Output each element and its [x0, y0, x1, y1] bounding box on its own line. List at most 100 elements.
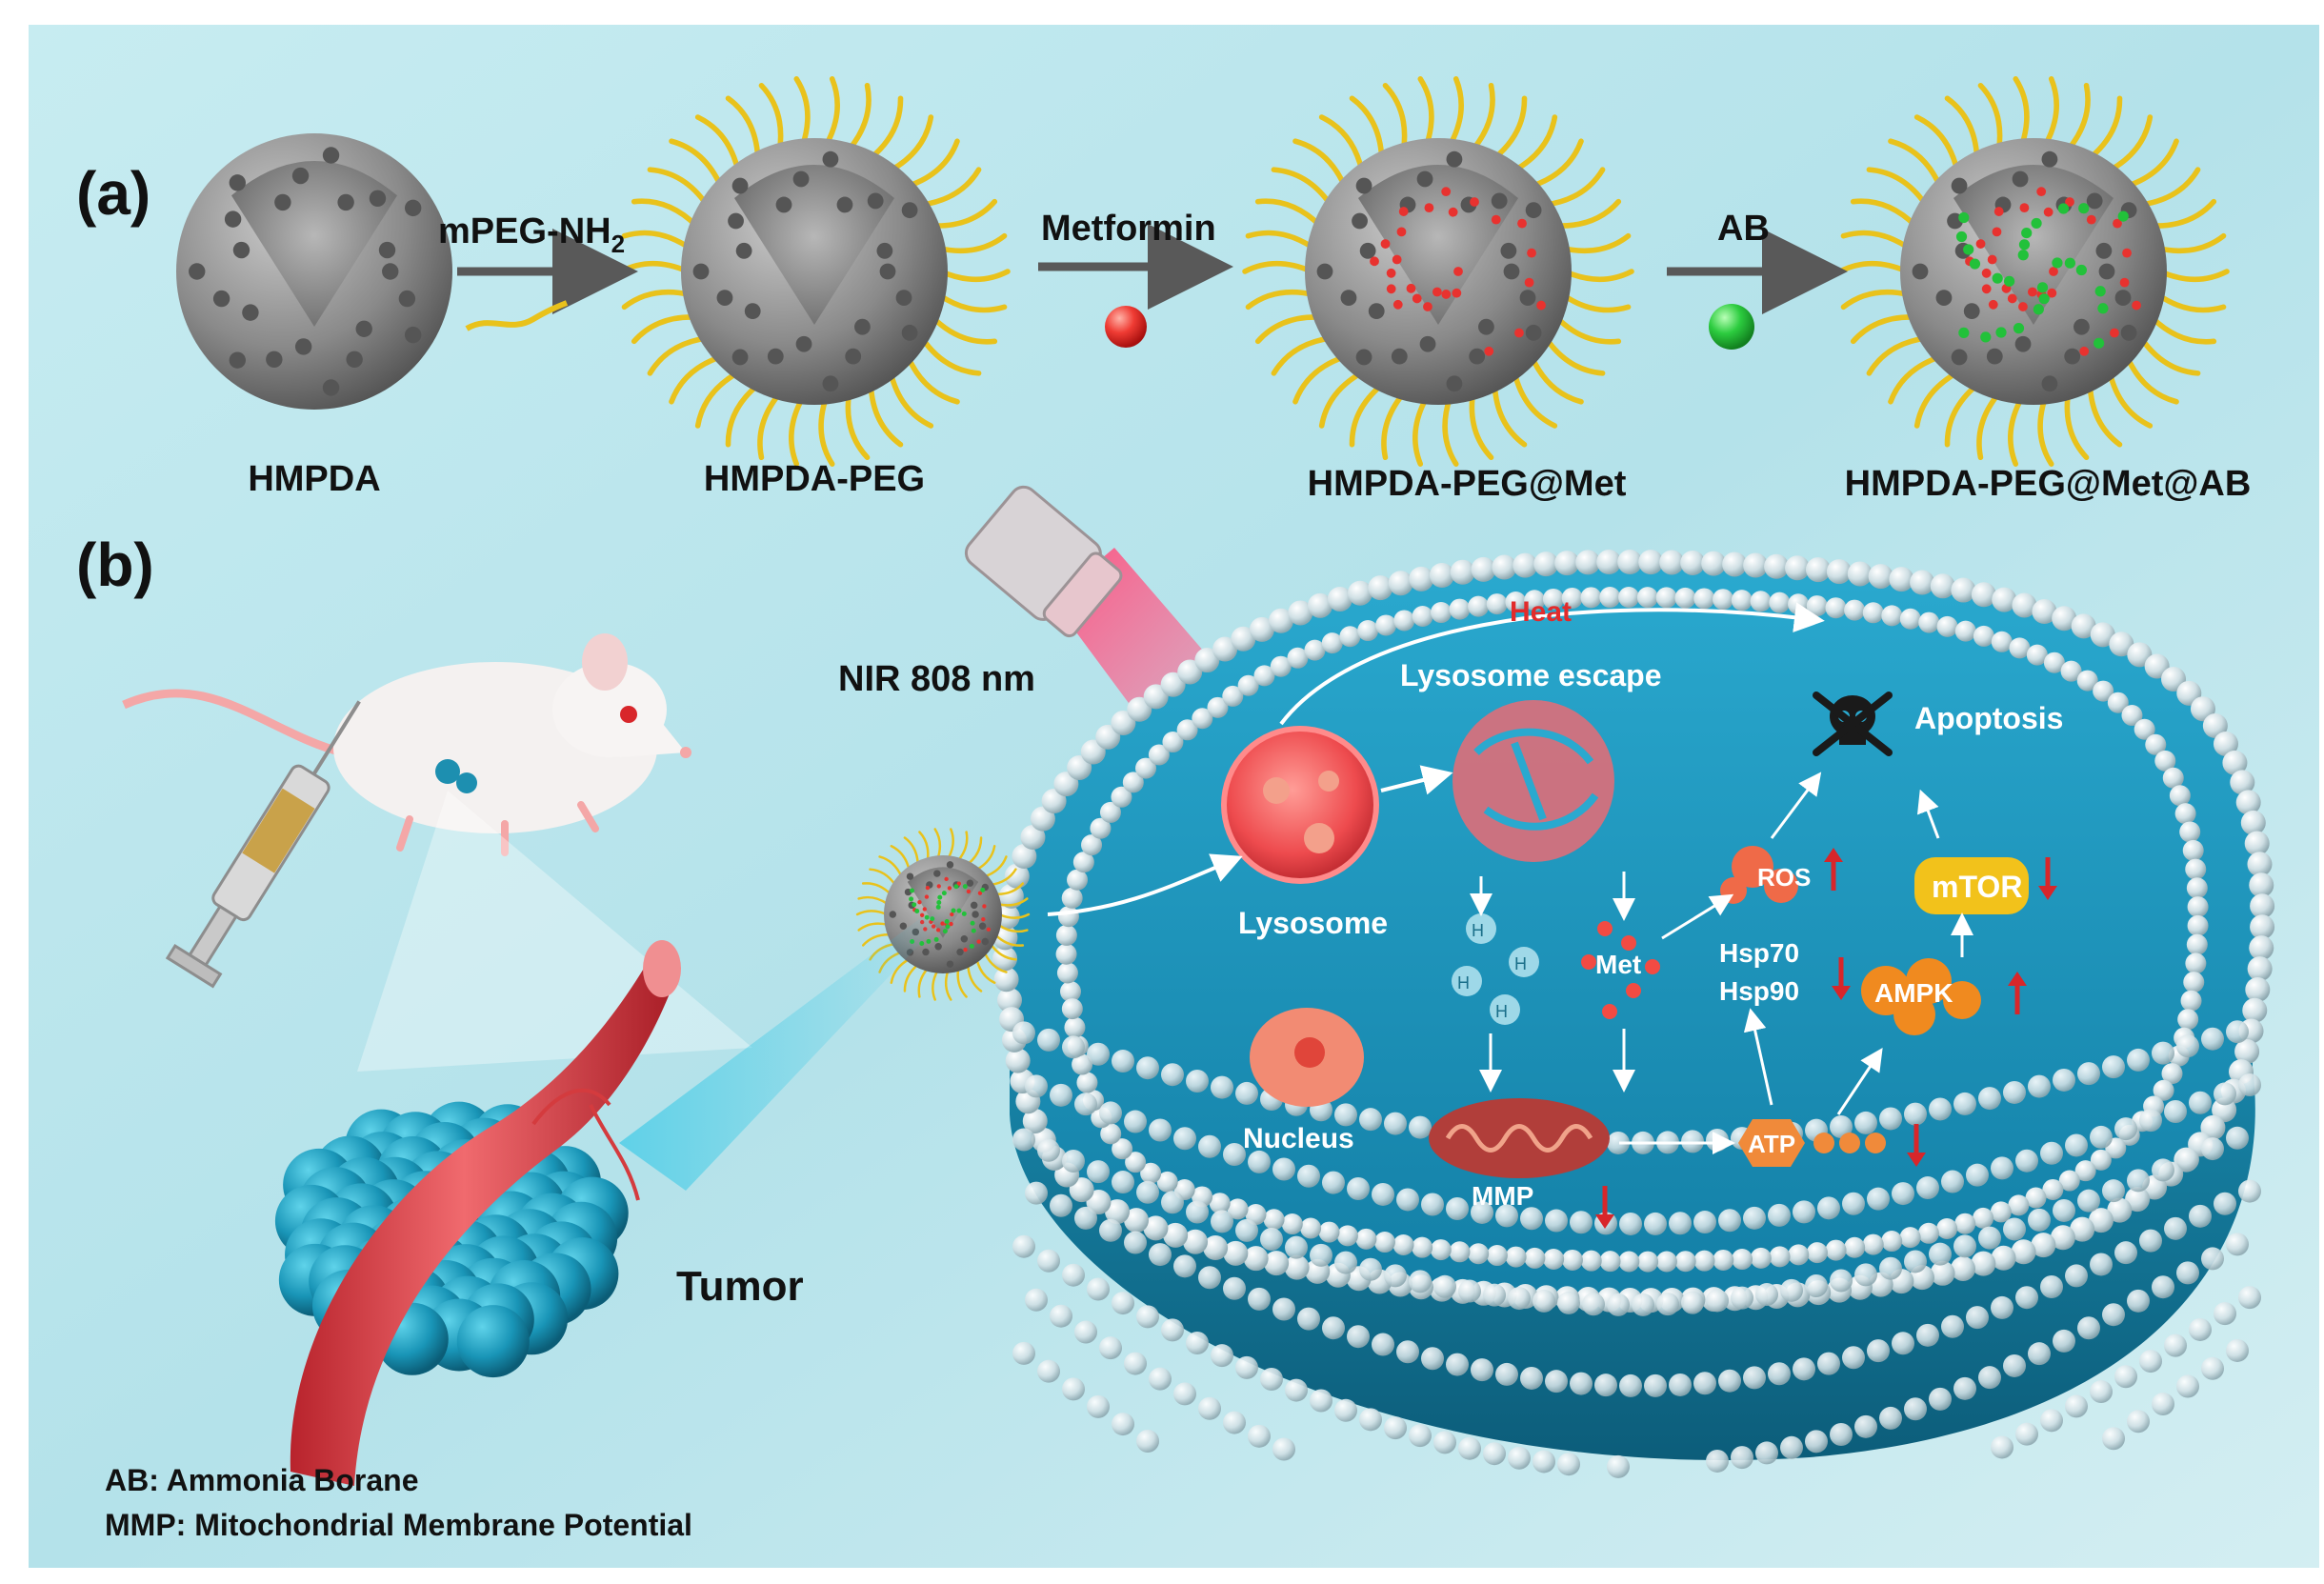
pore: [1503, 263, 1520, 280]
membrane-bead-inner: [1542, 588, 1564, 610]
membrane-bead-side: [1136, 1180, 1159, 1204]
metformin-dot: [2043, 207, 2054, 217]
membrane-bead-side: [1755, 1441, 1778, 1465]
membrane-bead: [2250, 893, 2275, 919]
laser-label: NIR 808 nm: [838, 659, 1035, 699]
membrane-bead-inner: [1806, 1242, 1828, 1264]
membrane-bead: [1951, 577, 1976, 603]
pore: [1951, 349, 1968, 366]
metformin-dot: [2119, 277, 2130, 288]
membrane-bead: [1471, 556, 1496, 582]
pore: [404, 199, 422, 217]
uptake-arrow: [1047, 853, 1243, 916]
membrane-bead-inner: [1599, 1251, 1621, 1273]
membrane-bead: [1971, 582, 1996, 608]
membrane-bead-side: [1619, 1212, 1642, 1235]
membrane-bead-inner: [1339, 626, 1361, 648]
pore: [728, 212, 744, 230]
pore: [1355, 177, 1372, 194]
membrane-bead: [1951, 1255, 1976, 1281]
ammonia-borane-dot: [971, 928, 976, 933]
membrane-bead: [1701, 551, 1727, 576]
membrane-bead: [1971, 1251, 1996, 1276]
panel-a-label: (a): [76, 159, 150, 228]
membrane-bead-side: [1372, 1182, 1394, 1206]
zoom-beam: [619, 910, 952, 1191]
membrane-bead-inner: [2009, 637, 2031, 659]
metformin-dot: [935, 928, 941, 932]
metformin-dot: [1441, 290, 1452, 299]
membrane-bead-inner: [1081, 834, 1103, 856]
membrane-bead-inner: [1061, 998, 1083, 1020]
membrane-bead-inner: [1954, 1213, 1976, 1234]
pore: [1525, 324, 1542, 341]
metformin-dot: [2007, 293, 2017, 304]
membrane-bead-side: [2003, 1080, 2026, 1104]
metformin-dot: [1392, 299, 1403, 310]
ammonia-borane-dot: [1963, 244, 1974, 255]
sphere-cavity: [907, 867, 979, 938]
membrane-bead-inner: [1072, 1053, 1093, 1075]
sphere-cavity: [734, 165, 894, 325]
membrane-bead-side: [1347, 1325, 1370, 1349]
membrane-bead-inner: [1412, 1236, 1433, 1258]
membrane-bead: [1575, 550, 1601, 575]
membrane-bead-inner: [1321, 632, 1343, 654]
membrane-bead-inner: [2154, 750, 2176, 772]
membrane-bead-side: [1755, 1283, 1778, 1307]
arrow-label-mpeg: mPEG-NH2: [438, 211, 625, 258]
pore: [266, 351, 283, 369]
membrane-bead-side: [2065, 1394, 2088, 1418]
membrane-bead: [1680, 550, 1706, 575]
ammonia-borane-dot: [1980, 331, 1992, 343]
membrane-bead-inner: [1881, 1231, 1903, 1253]
membrane-bead: [2031, 1233, 2056, 1258]
membrane-bead-inner: [1055, 943, 1077, 965]
membrane-bead-side: [1743, 1206, 1766, 1230]
pore: [744, 303, 761, 320]
membrane-bead-side: [1025, 1181, 1048, 1205]
membrane-bead-side: [1879, 1256, 1902, 1280]
membrane-bead: [1847, 561, 1873, 587]
membrane-bead-inner: [2185, 952, 2207, 974]
membrane-bead: [1268, 608, 1293, 633]
membrane-bead: [1030, 806, 1055, 832]
membrane-bead: [2109, 632, 2134, 657]
ammonia-borane-dot: [962, 884, 968, 890]
membrane-bead-side: [1520, 1207, 1543, 1231]
membrane-bead-inner: [1881, 605, 1903, 627]
metformin-dot: [1536, 300, 1546, 311]
membrane-bead: [1004, 863, 1030, 889]
membrane-bead-side: [1854, 1263, 1877, 1287]
membrane-bead-side: [1854, 1111, 1877, 1134]
membrane-bead: [1930, 1260, 1955, 1286]
pore: [1525, 202, 1542, 219]
pore: [2064, 348, 2081, 365]
membrane-bead-inner: [1431, 602, 1452, 624]
capillaries: [531, 1088, 640, 1201]
ammonia-borane-dot: [937, 894, 943, 900]
metformin-dot: [986, 927, 992, 932]
membrane-bead-inner: [1125, 1152, 1147, 1173]
ammonia-borane-dot: [2052, 257, 2063, 269]
membrane-bead-side: [1161, 1318, 1184, 1342]
membrane-bead: [1163, 1222, 1189, 1248]
membrane-bead-side: [1904, 1250, 1927, 1273]
membrane-bead: [1177, 659, 1203, 685]
ammonia-borane-dot: [941, 891, 947, 896]
membrane-bead-inner: [1393, 610, 1415, 632]
mouse-tumor: [456, 772, 477, 793]
membrane-bead: [2249, 935, 2274, 961]
membrane-bead-inner: [1412, 605, 1433, 627]
membrane-bead-side: [2114, 1241, 2137, 1265]
membrane-bead: [1012, 844, 1037, 870]
membrane-bead-side: [1062, 1035, 1085, 1059]
membrane-bead-side: [2238, 1286, 2261, 1310]
pore: [2014, 335, 2032, 352]
vessel-opening: [643, 940, 681, 997]
atp-phosphate: [1813, 1133, 1834, 1153]
metformin-dot: [2110, 328, 2119, 338]
ammonia-borane-dot: [2097, 303, 2109, 314]
membrane-bead-side: [1409, 1115, 1432, 1139]
pore: [229, 174, 246, 191]
